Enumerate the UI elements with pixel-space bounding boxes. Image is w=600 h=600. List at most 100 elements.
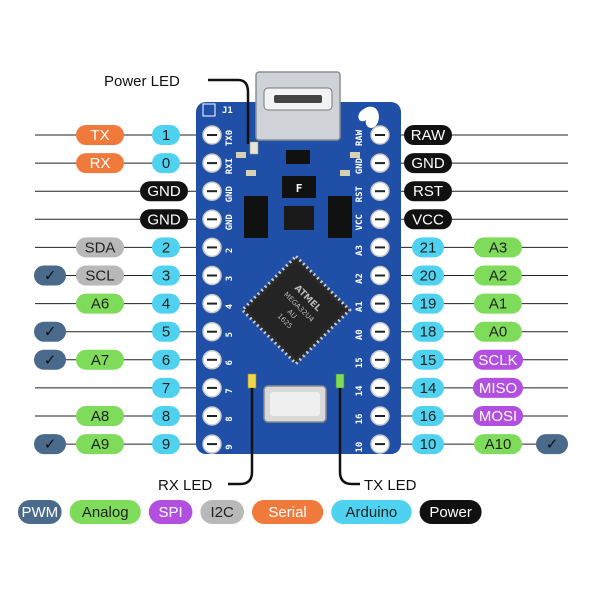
silk-left-label: 4 xyxy=(225,303,235,309)
arduino-pin-1-text: 1 xyxy=(162,127,170,144)
silk-left-label: 5 xyxy=(225,332,235,337)
pin-label-a1-text: A1 xyxy=(489,296,507,313)
arduino-pin-9: 9 xyxy=(152,434,180,455)
arduino-pin-18: 18 xyxy=(412,321,444,342)
arduino-pin-10: 10 xyxy=(412,434,444,455)
legend-pwm-text: PWM xyxy=(21,504,58,521)
silk-right-label: 10 xyxy=(355,442,365,453)
legend-spi-bg xyxy=(148,500,193,524)
arduino-pin-6: 6 xyxy=(152,349,180,370)
silk-left-label: 3 xyxy=(225,276,235,281)
pin-label-miso-text: MISO xyxy=(479,380,517,397)
arduino-pin-4: 4 xyxy=(152,293,180,314)
pwm-check-icon-bg xyxy=(34,265,66,286)
silk-left-label: 9 xyxy=(225,444,235,449)
pwm-check-icon-bg xyxy=(34,321,66,342)
arduino-pin-19: 19 xyxy=(412,293,444,314)
arduino-pin-4-bg xyxy=(152,293,180,314)
pin-label-raw-bg xyxy=(404,125,452,145)
ic-small-icon xyxy=(284,206,314,230)
smd-part-icon xyxy=(350,152,360,158)
arduino-pin-15: 15 xyxy=(412,349,444,370)
power-led-callout: Power LED xyxy=(104,73,180,90)
pin-label-scl-bg xyxy=(76,265,124,286)
pin-label-sclk-bg xyxy=(473,349,523,370)
pin-label-a8-bg xyxy=(76,406,124,426)
pin-label-gnd-text: GND xyxy=(147,211,181,228)
silk-right-label: 14 xyxy=(355,385,365,396)
pin-label-rst-bg xyxy=(404,181,452,202)
pin-label-gnd-bg xyxy=(140,181,188,202)
pwm-check-icon-text: ✓ xyxy=(546,436,559,453)
arduino-pin-9-text: 9 xyxy=(162,436,170,453)
pin-label-raw-text: RAW xyxy=(411,127,446,144)
pin-label-vcc: VCC xyxy=(404,209,452,230)
arduino-pin-14-text: 14 xyxy=(420,380,437,397)
arduino-pin-7-bg xyxy=(152,377,180,398)
pin-label-rx-text: RX xyxy=(90,155,111,172)
pin-label-a9-bg xyxy=(76,434,124,455)
pin-label-a2-text: A2 xyxy=(489,268,507,285)
arduino-pin-7: 7 xyxy=(152,377,180,398)
silk-left-label: GND xyxy=(225,214,235,231)
legend-i2c: I2C xyxy=(200,500,244,524)
arduino-pin-16: 16 xyxy=(412,406,444,426)
pin-label-a6-text: A6 xyxy=(91,296,109,313)
pin-label-a9: A9 xyxy=(76,434,124,455)
pin-label-mosi-text: MOSI xyxy=(479,408,517,425)
arduino-pin-3: 3 xyxy=(152,265,180,286)
arduino-pin-4-text: 4 xyxy=(162,296,170,313)
arduino-pin-21-text: 21 xyxy=(420,239,437,256)
legend-pwm-bg xyxy=(18,500,62,524)
silk-left-label: TX0 xyxy=(225,130,235,146)
pin-label-a7-bg xyxy=(76,349,124,370)
pin-label-a6: A6 xyxy=(76,293,124,314)
pin-pads xyxy=(202,125,390,454)
usb-socket-icon xyxy=(274,95,322,103)
arduino-pin-3-bg xyxy=(152,265,180,286)
arduino-pin-16-bg xyxy=(412,406,444,426)
pin-label-a7-text: A7 xyxy=(91,352,109,369)
arduino-pin-14: 14 xyxy=(412,377,444,398)
pwm-check-icon: ✓ xyxy=(34,321,66,342)
pin-label-rx: RX xyxy=(76,153,124,174)
pin-label-a3-text: A3 xyxy=(489,239,507,256)
fuse-label: F xyxy=(296,182,303,195)
smd-part-icon xyxy=(246,170,256,176)
arduino-pin-10-bg xyxy=(412,434,444,455)
legend-arduino-text: Arduino xyxy=(346,504,398,521)
arduino-pin-20-text: 20 xyxy=(420,268,437,285)
silk-right-label: VCC xyxy=(355,214,365,230)
smd-part-icon xyxy=(236,152,246,158)
arduino-pin-6-bg xyxy=(152,349,180,370)
pwm-check-icon: ✓ xyxy=(34,434,66,455)
pin-label-gnd-text: GND xyxy=(147,183,181,200)
arduino-pin-9-bg xyxy=(152,434,180,455)
pwm-check-icon-bg xyxy=(34,349,66,370)
legend-serial: Serial xyxy=(252,500,324,524)
arduino-pin-5: 5 xyxy=(152,321,180,342)
legend-serial-bg xyxy=(252,500,324,524)
pin-label-a9-text: A9 xyxy=(91,436,109,453)
silk-left-label: GND xyxy=(225,185,235,202)
arduino-pin-20-bg xyxy=(412,265,444,286)
rx-led-leader xyxy=(228,388,254,486)
silk-left-label: RXI xyxy=(225,158,235,174)
j1-box-icon xyxy=(202,103,216,117)
arduino-pin-6-text: 6 xyxy=(162,352,170,369)
pin-label-mosi: MOSI xyxy=(473,406,523,426)
pin-label-a0: A0 xyxy=(474,321,522,342)
legend-analog-bg xyxy=(69,500,141,524)
regulator-icon xyxy=(286,150,310,164)
transistor-left-icon xyxy=(244,196,268,238)
pin-label-sclk: SCLK xyxy=(473,349,523,370)
tx-led-icon xyxy=(335,373,345,389)
arduino-pin-10-text: 10 xyxy=(420,436,437,453)
pin-label-gnd-bg xyxy=(140,209,188,230)
transistor-right-icon xyxy=(328,196,352,238)
pin-label-a6-bg xyxy=(76,293,124,314)
silk-right-label: RST xyxy=(355,185,365,202)
pin-label-gnd: GND xyxy=(404,153,452,174)
pin-label-vcc-bg xyxy=(404,209,452,230)
callouts: Power LED RX LED TX LED xyxy=(104,73,417,494)
